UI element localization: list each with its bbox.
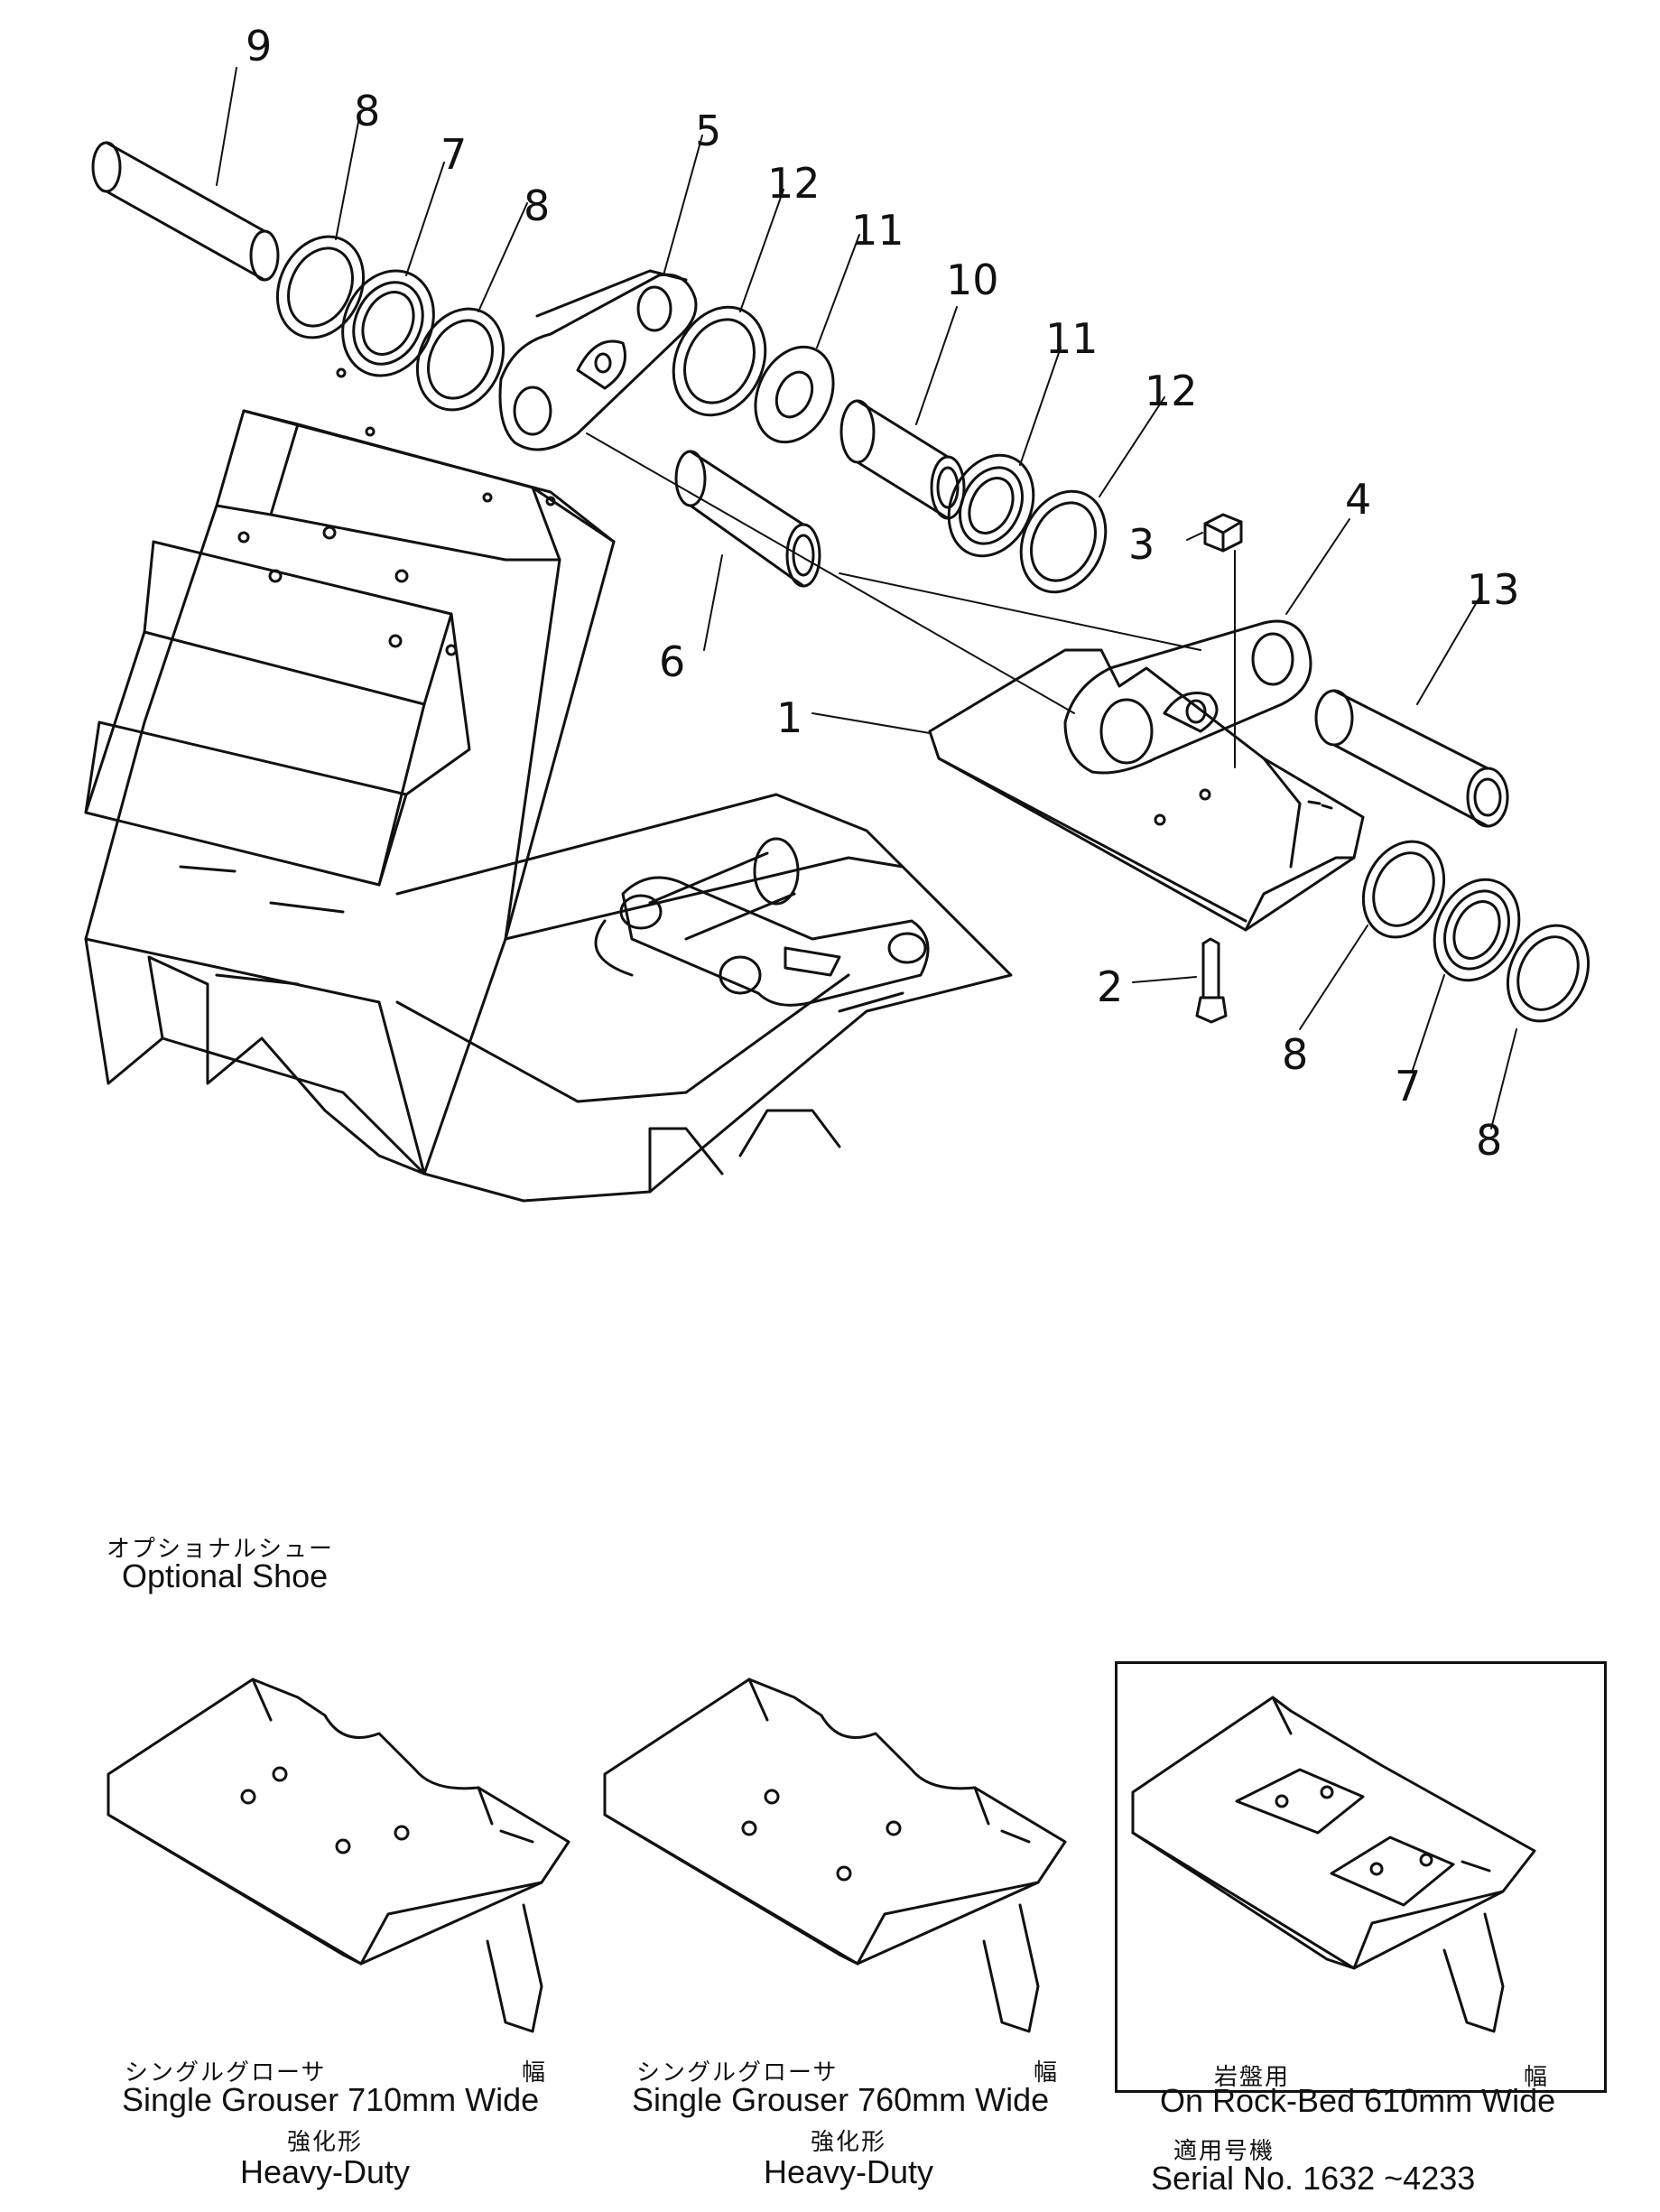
part-12-ring-right <box>1019 489 1108 594</box>
part-8-seal-lower-left <box>1361 840 1446 939</box>
part-7-bushing-upper <box>341 269 435 377</box>
callout-10: 10 <box>946 256 999 304</box>
callout-7: 7 <box>441 130 468 179</box>
callout-11: 11 <box>1045 314 1099 363</box>
callout-9: 9 <box>246 22 273 70</box>
shoe-760-type-jp: 強化形 <box>810 2128 886 2155</box>
optional-shoe-title-jp: オプショナルシュー <box>107 1535 335 1562</box>
part-7-bushing-lower <box>1433 878 1521 982</box>
part-2-bolt <box>1195 937 1228 1024</box>
serial-label-jp: 適用号機 <box>1173 2137 1275 2164</box>
part-8-seal-upper-mid <box>415 307 505 412</box>
shoe-760-width-jp: 幅 <box>1034 2059 1060 2086</box>
shoe-710-type-jp: 強化形 <box>286 2128 363 2155</box>
serial-number: Serial No. 1632 ~4233 <box>1151 2160 1476 2197</box>
part-1-shoe <box>928 648 1365 932</box>
shoe-760-label-jp: シングルグローサ <box>636 2059 839 2086</box>
optional-shoe-rock-bed <box>1131 1696 1536 2033</box>
part-4-link <box>1063 619 1312 775</box>
part-8-seal-upper-left <box>275 235 366 339</box>
shoe-760-type-en: Heavy-Duty <box>763 2153 934 2190</box>
part-12-ring-upper <box>672 305 767 417</box>
part-10-bushing <box>839 399 966 520</box>
rock-bed-label-jp: 岩盤用 <box>1214 2063 1291 2090</box>
shoe-710-label-jp: シングルグローサ <box>125 2059 327 2086</box>
callout-11: 11 <box>851 206 904 255</box>
callout-3: 3 <box>1128 520 1155 569</box>
part-9-pin <box>91 141 280 282</box>
optional-shoe-title-en: Optional Shoe <box>122 1557 329 1594</box>
callout-5: 5 <box>695 107 722 155</box>
callout-12: 12 <box>767 159 821 208</box>
part-5-link <box>498 269 698 451</box>
rock-bed-width-jp: 幅 <box>1524 2063 1550 2090</box>
callout-8: 8 <box>1476 1116 1503 1165</box>
callout-2: 2 <box>1097 962 1124 1011</box>
rock-bed-label-en: On Rock-Bed 610mm Wide <box>1160 2082 1556 2119</box>
part-13-pin <box>1314 689 1509 828</box>
shoe-760-label-en: Single Grouser 760mm Wide <box>632 2081 1050 2118</box>
optional-shoe-760 <box>603 1678 1067 2033</box>
leader-lines <box>216 67 1517 1129</box>
callout-4: 4 <box>1345 475 1372 524</box>
part-8-seal-lower-right <box>1506 924 1590 1023</box>
callout-1: 1 <box>776 693 803 742</box>
part-11-washer-upper <box>754 345 835 444</box>
callout-13: 13 <box>1467 565 1520 614</box>
shoe-710-label-en: Single Grouser 710mm Wide <box>122 2081 540 2118</box>
optional-shoe-710 <box>107 1678 570 2033</box>
callout-6: 6 <box>659 637 686 686</box>
callout-8: 8 <box>1282 1030 1309 1079</box>
rock-bed-frame <box>1115 1661 1607 2093</box>
track-chain-assembly <box>84 367 1013 1203</box>
callout-8: 8 <box>354 87 381 135</box>
part-6-bushing <box>674 450 821 588</box>
part-3-nut <box>1203 513 1243 553</box>
callout-12: 12 <box>1145 367 1198 415</box>
callout-8: 8 <box>524 181 551 230</box>
shoe-710-type-en: Heavy-Duty <box>239 2153 411 2190</box>
shoe-710-width-jp: 幅 <box>522 2059 548 2086</box>
callout-7: 7 <box>1395 1062 1422 1111</box>
